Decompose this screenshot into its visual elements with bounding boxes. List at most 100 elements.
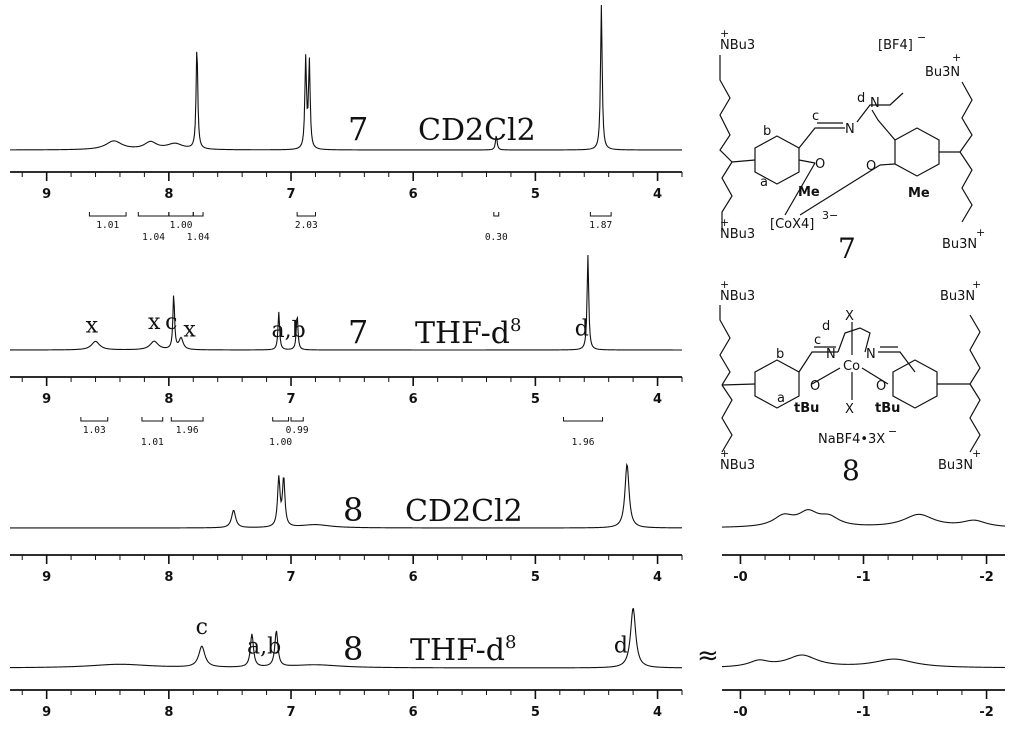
s8-chain-right-bottom	[969, 383, 981, 453]
s7-ring-left	[754, 135, 800, 185]
spectrum-0-integral-label-5: 0.30	[485, 232, 508, 243]
s7-chain-right-top	[939, 81, 973, 153]
s7-compound-label: 7	[838, 232, 856, 265]
spectrum-1-integral-bracket-3	[272, 417, 290, 422]
s7-cobalt: [CoX4]	[770, 217, 814, 232]
spectrum-2-compound: 8	[343, 491, 363, 529]
s7-plus-2: +	[952, 51, 961, 64]
s7-me-right: Me	[908, 186, 930, 201]
spectrum-3-inset-tick-label-0: -0	[733, 705, 747, 720]
s8-chain-right-top	[937, 314, 981, 385]
spectrum-2-inset-tick-label-0: -0	[733, 570, 747, 585]
s7-imine-right	[871, 109, 896, 141]
s8-nbu3-bottom-right: Bu3N	[938, 458, 973, 473]
spectrum-2-inset-trace-0	[721, 509, 1006, 528]
s7-chain-right-bottom	[959, 151, 973, 223]
spectrum-1-compound: 7	[348, 313, 368, 351]
s7-site-a: a	[760, 175, 768, 190]
spectrum-2-tick-label-1: 8	[164, 570, 173, 585]
spectrum-1-solvent-sup: 8	[510, 315, 521, 336]
spectrum-1-tick-label-2: 7	[286, 392, 295, 407]
s8-site-a: a	[777, 391, 785, 406]
spectrum-0-integral-bracket-4	[296, 212, 316, 217]
s8-o-co-right	[861, 367, 889, 385]
s7-o-left: O	[815, 157, 825, 172]
s8-plus-2: +	[972, 278, 981, 291]
spectrum-1-integral-bracket-5	[562, 417, 604, 422]
s7-nbu3-bottom-left: NBu3	[720, 227, 755, 242]
spectrum-0-integral-label-0: 1.01	[96, 220, 119, 231]
spectrum-3-tick-label-4: 5	[531, 705, 540, 720]
spectrum-1-integral-label-3: 1.00	[269, 437, 292, 448]
axis-break-symbol: ≈	[697, 641, 719, 671]
s7-me-left: Me	[798, 185, 820, 200]
s7-plus-1: +	[720, 27, 729, 40]
s8-ring-left	[754, 359, 800, 409]
spectrum-1-solvent: THF-d8	[415, 315, 521, 351]
spectrum-1-integral-label-5: 1.96	[572, 437, 595, 448]
spectrum-2-inset-tick-label-1: -1	[856, 570, 870, 585]
spectrum-1-tick-label-5: 4	[653, 392, 662, 407]
spectrum-1-peak-label-3: x	[183, 318, 196, 343]
spectrum-0-tick-label-4: 5	[531, 187, 540, 202]
spectrum-1-integral-bracket-1	[141, 417, 164, 422]
s8-x-bottom: X	[845, 402, 854, 417]
s7-anion-charge: −	[917, 31, 926, 44]
spectrum-0-integral-bracket-5	[493, 212, 500, 217]
s7-anion: [BF4]	[878, 38, 913, 53]
spectrum-3-peak-label-0: c	[196, 615, 208, 640]
spectrum-1-integral-bracket-0	[80, 417, 109, 422]
s8-ring-right	[892, 359, 938, 409]
spectrum-0-compound: 7	[348, 110, 368, 148]
s8-imine-right	[878, 351, 916, 373]
spectrum-1-solvent-text: THF-d	[415, 316, 510, 351]
spectrum-1-tick-label-0: 9	[42, 392, 51, 407]
s8-n-left: N	[826, 347, 836, 362]
spectrum-3-tick-label-2: 7	[286, 705, 295, 720]
s8-tbu-right: tBu	[875, 401, 900, 416]
spectrum-3-tick-label-1: 8	[164, 705, 173, 720]
s8-chain-left-bottom	[721, 384, 733, 453]
s7-n-right: N	[870, 96, 880, 111]
s7-o-left-bond	[798, 159, 816, 164]
spectrum-1-trace-0	[10, 254, 682, 351]
spectrum-2-tick-label-0: 9	[42, 570, 51, 585]
spectrum-1-peak-label-5: d	[575, 317, 589, 342]
s8-tbu-left: tBu	[794, 401, 819, 416]
s8-x-top: X	[845, 309, 854, 324]
spectrum-0-integral-bracket-3	[192, 212, 204, 217]
s8-site-b: b	[776, 347, 784, 362]
spectrum-1-integral-label-0: 1.03	[83, 425, 106, 436]
spectrum-2-tick-label-4: 5	[531, 570, 540, 585]
s8-salt-charge: −	[888, 425, 897, 438]
spectrum-1-peak-label-2: c	[165, 310, 177, 335]
s8-chain-left-top	[719, 305, 731, 386]
spectrum-3-compound: 8	[343, 630, 363, 668]
spectrum-0-solvent: CD2Cl2	[418, 113, 536, 148]
s7-n-left: N	[845, 122, 855, 137]
spectrum-2-tick-label-2: 7	[286, 570, 295, 585]
s8-site-d: d	[822, 319, 830, 334]
s8-o-left: O	[810, 379, 820, 394]
s8-imine-left	[798, 351, 838, 373]
s7-chain-left-bottom	[721, 161, 733, 232]
spectrum-2-tick-label-5: 4	[653, 570, 662, 585]
spectrum-1-tick-label-1: 8	[164, 392, 173, 407]
s8-compound-label: 8	[842, 454, 860, 487]
s8-nbu3-top-left: NBu3	[720, 289, 755, 304]
spectrum-0-integral-bracket-1	[137, 212, 170, 217]
s7-o-co-left	[784, 162, 816, 216]
spectrum-3-tick-label-3: 6	[409, 705, 418, 720]
s7-site-b: b	[763, 124, 771, 139]
spectrum-2-tick-label-3: 6	[409, 570, 418, 585]
s7-nbu3-top-right: Bu3N	[925, 65, 960, 80]
spectrum-3-trace-0	[9, 607, 683, 669]
s7-nbu3-top-left: NBu3	[720, 38, 755, 53]
spectrum-1-integral-label-2: 1.96	[176, 425, 199, 436]
s8-nbu3-bottom-left: NBu3	[720, 458, 755, 473]
s7-ring-left-bond	[731, 159, 756, 163]
spectrum-0-integral-bracket-2	[168, 212, 194, 217]
spectrum-0-tick-label-5: 4	[653, 187, 662, 202]
